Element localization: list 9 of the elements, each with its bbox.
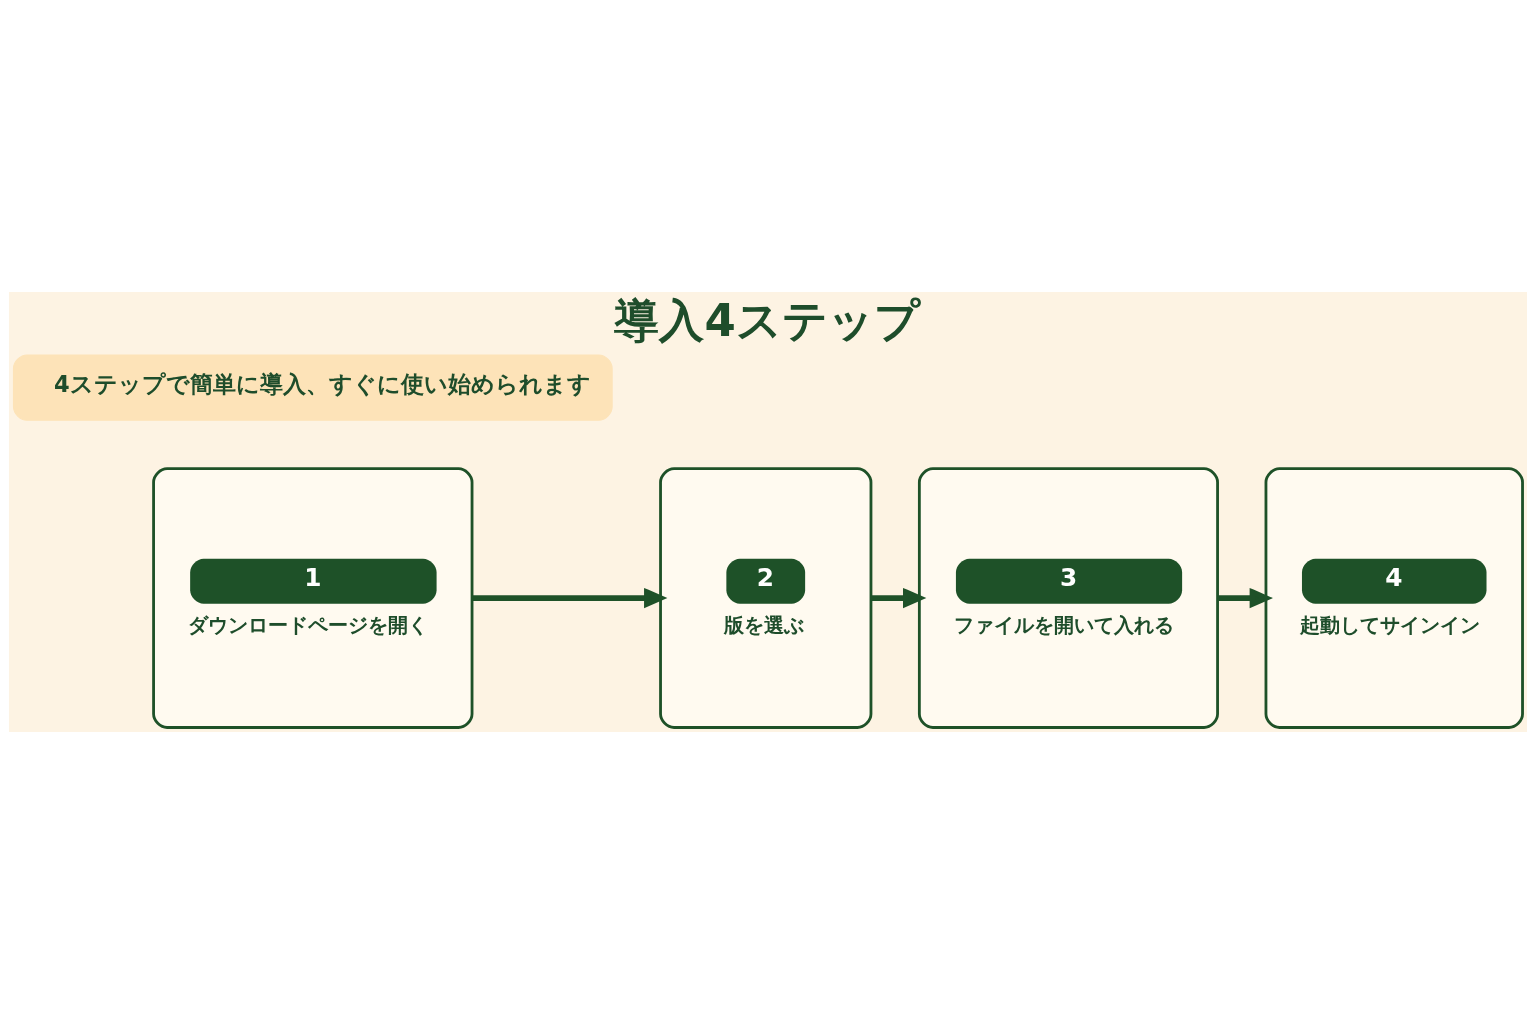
node-box: 4 起動してサインイン — [1264, 467, 1524, 729]
node-box: 3 ファイルを開いて入れる — [917, 467, 1219, 729]
node-box: 1 ダウンロードページを開く — [152, 467, 474, 729]
arrow — [472, 587, 668, 609]
node-box: 2 版を選ぶ — [659, 467, 873, 729]
arrow — [871, 587, 927, 609]
arrow — [1217, 587, 1273, 609]
node-box: 4ステップで簡単に導入、すぐに使い始められます — [12, 354, 613, 421]
diagram-title: 導入4ステップ — [614, 293, 920, 347]
